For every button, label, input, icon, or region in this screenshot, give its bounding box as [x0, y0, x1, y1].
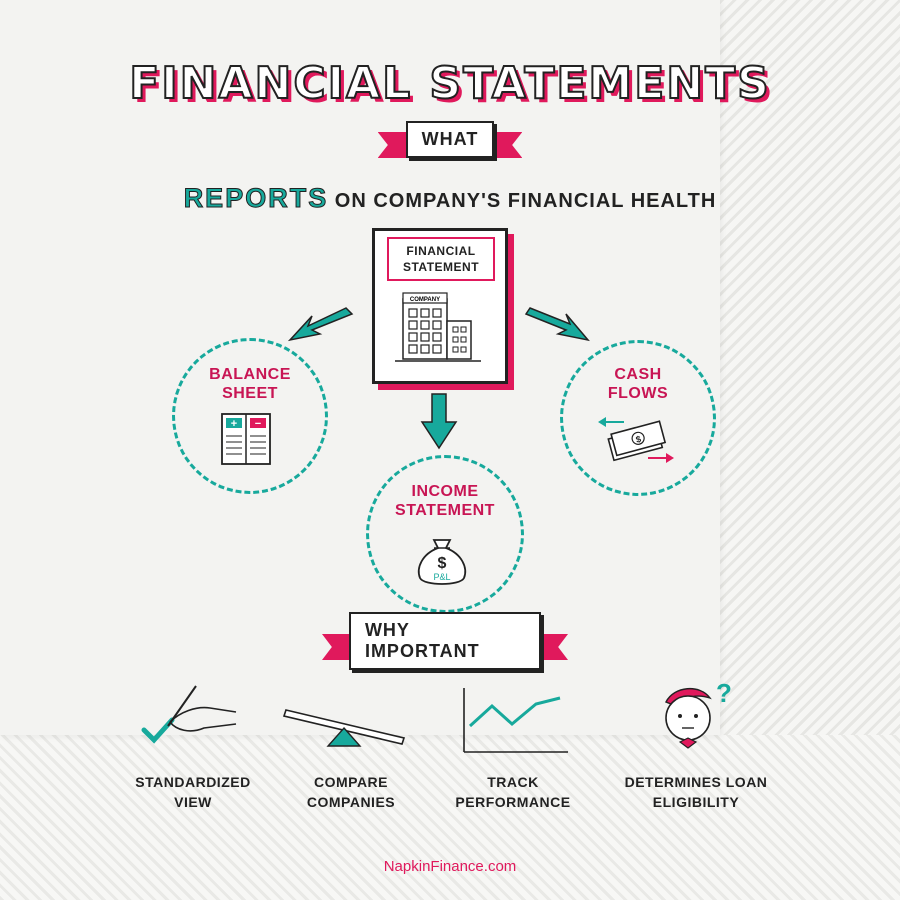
why-important-label: WHY IMPORTANT: [348, 612, 542, 670]
performance-chart-icon: [463, 688, 568, 753]
person-question-icon: ?: [665, 678, 732, 749]
hand-writing-icon: [141, 685, 237, 744]
seesaw-scale-icon: [282, 709, 406, 747]
cash-flows-circle: [560, 340, 716, 496]
svg-text:−: −: [255, 418, 261, 430]
page-title: FINANCIAL STATEMENTS: [128, 57, 771, 110]
cash-flows-line1: CASH: [614, 366, 662, 383]
headline: REPORTS ON COMPANY'S FINANCIAL HEALTH: [0, 183, 900, 214]
svg-text:$: $: [635, 434, 642, 445]
pl-label: P&L: [433, 572, 450, 582]
reason-line1: TRACK: [487, 774, 539, 790]
reason-line1: DETERMINES LOAN: [624, 774, 768, 790]
footer-website: NapkinFinance.com: [383, 858, 517, 875]
arrow-down-icon: [420, 393, 458, 450]
reason-line1: STANDARDIZED: [135, 774, 251, 790]
company-sign: COMPANY: [410, 297, 440, 303]
income-statement-line2: STATEMENT: [395, 502, 495, 519]
cash-stack-icon: $: [598, 417, 674, 463]
reason-line2: VIEW: [174, 794, 212, 810]
reason-loan-eligibility: DETERMINES LOAN ELIGIBILITY: [606, 772, 786, 812]
reason-line1: COMPARE: [313, 774, 389, 790]
cash-flows-line2: FLOWS: [607, 385, 669, 402]
financial-statement-document: FINANCIAL STATEMENT COMPANY: [372, 228, 508, 384]
reason-track-performance: TRACK PERFORMANCE: [438, 772, 588, 812]
why-important-ribbon: WHY IMPORTANT: [322, 612, 569, 670]
financial-statement-label: FINANCIAL STATEMENT: [387, 237, 495, 281]
income-statement-line1: INCOME: [411, 483, 479, 500]
balance-sheet-circle: [172, 338, 328, 494]
napkin-fold-bottom: [0, 735, 900, 900]
ledger-icon: + −: [221, 413, 271, 465]
svg-text:+: +: [231, 418, 237, 430]
what-ribbon: WHAT: [375, 120, 525, 158]
fs-label-line2: STATEMENT: [402, 260, 480, 274]
reason-standardized-view: STANDARDIZED VIEW: [118, 772, 268, 812]
income-statement-circle: [366, 455, 524, 613]
income-statement-title: INCOME STATEMENT: [366, 482, 524, 520]
what-ribbon-label: WHAT: [405, 120, 495, 158]
reason-line2: COMPANIES: [306, 794, 396, 810]
arrow-right-icon: [524, 307, 590, 342]
balance-sheet-line2: SHEET: [222, 385, 278, 402]
reason-line2: PERFORMANCE: [455, 794, 571, 810]
headline-accent: REPORTS: [183, 183, 329, 214]
fs-label-line1: FINANCIAL: [406, 244, 476, 258]
balance-sheet-line1: BALANCE: [209, 366, 291, 383]
balance-sheet-title: BALANCE SHEET: [172, 365, 328, 403]
money-bag-icon: $ P&L: [417, 539, 467, 585]
svg-text:$: $: [438, 555, 447, 572]
company-building-icon: COMPANY: [395, 292, 481, 362]
svg-text:?: ?: [716, 678, 732, 708]
reason-compare-companies: COMPARE COMPANIES: [276, 772, 426, 812]
headline-text: ON COMPANY'S FINANCIAL HEALTH: [334, 190, 717, 212]
arrow-left-icon: [287, 307, 354, 342]
cash-flows-title: CASH FLOWS: [560, 365, 716, 403]
reason-line2: ELIGIBILITY: [652, 794, 740, 810]
